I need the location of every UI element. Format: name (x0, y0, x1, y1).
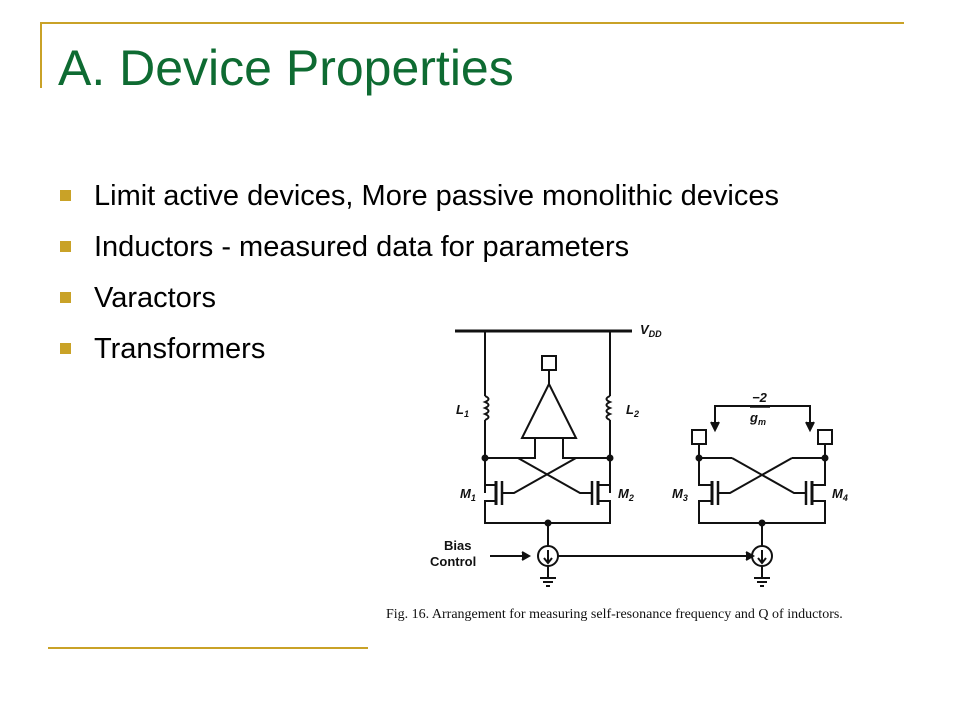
m2-label: M2 (618, 486, 634, 503)
m1-label: M1 (460, 486, 476, 503)
circuit-schematic: VDD L1 L2 (430, 322, 848, 587)
bullet-text: Inductors - measured data for parameters (94, 231, 630, 263)
pad-right (817, 429, 833, 445)
inductor-l1 (482, 395, 490, 421)
m3-label: M3 (672, 486, 688, 503)
bottom-rule (48, 647, 368, 649)
bullet-list: Limit active devices, More passive monol… (60, 176, 820, 380)
left-rule (40, 22, 42, 88)
buffer-amplifier (520, 381, 578, 439)
bullet-square-icon (60, 241, 71, 252)
slide-title: A. Device Properties (58, 40, 514, 96)
bullet-item: Transformers (60, 329, 820, 369)
bullet-text: Varactors (94, 282, 216, 314)
circuit-figure: VDD L1 L2 (380, 318, 900, 648)
pad-left (691, 429, 707, 445)
l2-label: L2 (626, 402, 639, 419)
bullet-square-icon (60, 190, 71, 201)
l1-label: L1 (456, 402, 469, 419)
gm-label: gm (749, 410, 766, 427)
control-label: Control (430, 554, 476, 569)
bullet-square-icon (60, 343, 71, 354)
vdd-label: VDD (640, 322, 662, 339)
top-rule (40, 22, 904, 24)
bias-label: Bias (444, 538, 471, 553)
figure-caption: Fig. 16. Arrangement for measuring self-… (386, 607, 843, 622)
inductor-l2 (605, 395, 613, 421)
bullet-text: Limit active devices, More passive monol… (94, 180, 779, 212)
bullet-item: Varactors (60, 278, 820, 318)
bullet-item: Limit active devices, More passive monol… (60, 176, 820, 216)
bullet-text: Transformers (94, 333, 266, 365)
output-pad (541, 355, 557, 371)
bullet-item: Inductors - measured data for parameters (60, 227, 820, 267)
neg2-label: −2 (752, 390, 768, 405)
bullet-square-icon (60, 292, 71, 303)
m4-label: M4 (832, 486, 848, 503)
